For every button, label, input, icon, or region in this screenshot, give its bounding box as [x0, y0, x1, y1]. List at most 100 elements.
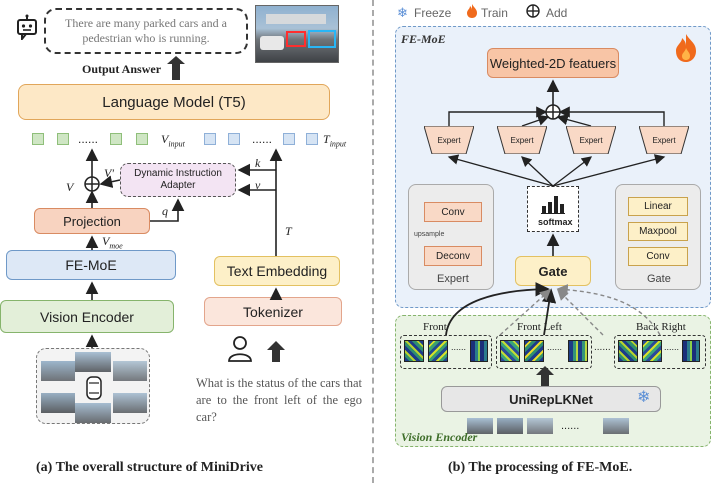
- expert-4: Expert: [639, 126, 689, 154]
- camera-thumb: [467, 418, 493, 434]
- upsample-label: upsample: [414, 231, 445, 238]
- answer-camera-image: [255, 5, 339, 63]
- feature-map: [618, 340, 638, 362]
- legend-add: Add: [546, 6, 568, 20]
- right-connectors: [445, 79, 666, 386]
- token: [306, 133, 318, 145]
- unireplknet-label: UniRepLKNet: [509, 391, 593, 407]
- camera-view: [41, 393, 75, 413]
- token: [228, 133, 240, 145]
- feature-map-dots: ......: [547, 342, 563, 352]
- text-embedding-label: Text Embedding: [226, 263, 328, 279]
- back-right-label: Back Right: [636, 321, 686, 333]
- feature-map: [524, 340, 544, 362]
- fe-moe-label: FE-MoE: [65, 257, 117, 273]
- weighted-features-box: Weighted-2D featuers: [487, 48, 619, 78]
- legend-train: Train: [481, 6, 508, 20]
- left-caption: (a) The overall structure of MiniDrive: [36, 460, 263, 475]
- expert-label: Expert: [579, 135, 603, 145]
- vision-encoder-label: Vision Encoder: [40, 308, 134, 325]
- vision-encoder-title: Vision Encoder: [401, 430, 478, 444]
- gate-conv-box: Conv: [628, 247, 688, 266]
- unireplknet-box: UniRepLKNet: [441, 386, 661, 412]
- dia-label: Dynamic Instruction Adapter: [134, 168, 222, 191]
- tokenizer-box: Tokenizer: [204, 297, 342, 326]
- token: [32, 133, 44, 145]
- expert-1: Expert: [424, 126, 474, 154]
- expert-deconv-box: Deconv: [424, 246, 482, 266]
- q-label: q: [162, 204, 168, 218]
- gate-box: Gate: [515, 256, 591, 286]
- v-small-label: v: [255, 178, 261, 192]
- vision-encoder-box: Vision Encoder: [0, 300, 174, 333]
- feature-group-front: [400, 335, 492, 369]
- k-label: k: [255, 156, 261, 170]
- fe-moe-title: FE-MoE: [401, 32, 446, 46]
- group-dots: ......: [594, 342, 611, 353]
- language-model-label: Language Model (T5): [102, 93, 246, 111]
- token-dots: ......: [252, 132, 273, 146]
- answer-bubble: There are many parked cars and a pedestr…: [44, 8, 248, 54]
- feature-map: [404, 340, 424, 362]
- camera-view: [113, 393, 147, 413]
- expert-detail-panel: [408, 184, 494, 290]
- expert-conv-box: Conv: [424, 202, 482, 222]
- gate-label: Gate: [538, 263, 568, 279]
- robot-icon: [14, 14, 40, 40]
- token: [110, 133, 122, 145]
- feature-map: [568, 340, 588, 362]
- front-left-label: Front Left: [517, 321, 562, 333]
- output-answer-label: Output Answer: [82, 62, 162, 76]
- feature-map-dots: ......: [451, 342, 467, 352]
- camera-view: [75, 403, 111, 423]
- v-moe-label: Vmoe: [102, 234, 123, 251]
- t-label: T: [285, 224, 292, 238]
- token-dots: ......: [78, 132, 99, 146]
- projection-box: Projection: [34, 208, 150, 234]
- v-input-label: Vinput: [161, 132, 185, 149]
- camera-thumb: [527, 418, 553, 434]
- feature-map: [470, 340, 488, 362]
- token: [57, 133, 69, 145]
- v-prime-label: V': [104, 166, 114, 180]
- v-label: V: [66, 180, 74, 194]
- expert-panel-title: Expert: [437, 273, 469, 285]
- camera-view: [113, 361, 147, 381]
- projection-label: Projection: [63, 213, 121, 229]
- right-caption: (b) The processing of FE-MoE.: [448, 460, 633, 475]
- token: [136, 133, 148, 145]
- front-label: Front: [423, 321, 447, 333]
- expert-label: Expert: [510, 135, 534, 145]
- ego-car-icon: [84, 375, 104, 401]
- expert-label: Expert: [652, 135, 676, 145]
- bar-chart-icon: [541, 192, 565, 214]
- answer-text: There are many parked cars and a pedestr…: [65, 16, 227, 45]
- softmax-box: [527, 186, 579, 232]
- vision-encoder-panel: [395, 315, 711, 447]
- gate-panel-title: Gate: [647, 273, 671, 285]
- feature-map: [642, 340, 662, 362]
- camera-view: [75, 352, 111, 372]
- feature-group-back-right: [614, 335, 706, 369]
- feature-map: [500, 340, 520, 362]
- oplus-icon: [526, 4, 540, 18]
- legend-freeze: Freeze: [414, 6, 452, 20]
- weighted-features-label: Weighted-2D featuers: [489, 55, 617, 71]
- expert-3: Expert: [566, 126, 616, 154]
- panel-divider: [372, 0, 374, 483]
- softmax-label: softmax: [538, 217, 573, 227]
- freeze-snowflake-icon: ❄: [637, 389, 651, 406]
- flame-icon: [466, 4, 478, 18]
- fe-moe-box: FE-MoE: [6, 250, 176, 280]
- question-text: What is the status of the cars that are …: [196, 376, 362, 424]
- train-flame-icon: [674, 34, 698, 62]
- camera-thumb: [497, 418, 523, 434]
- snowflake-icon: ❄: [397, 5, 408, 20]
- camera-thumb: [603, 418, 629, 434]
- t-input-label: Tinput: [323, 132, 347, 149]
- token: [204, 133, 216, 145]
- language-model-box: Language Model (T5): [18, 84, 330, 120]
- tokenizer-label: Tokenizer: [243, 303, 303, 320]
- left-connectors: [84, 56, 285, 362]
- user-icon: [226, 334, 254, 362]
